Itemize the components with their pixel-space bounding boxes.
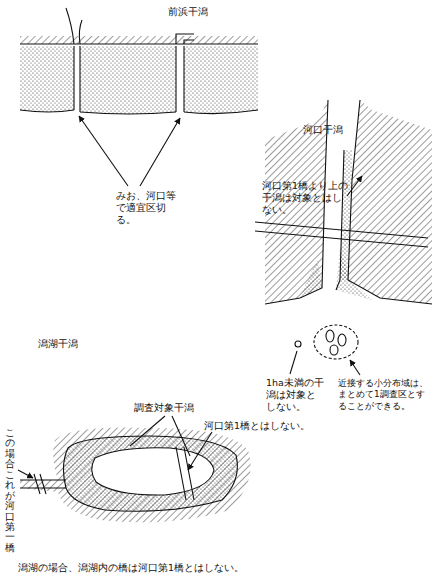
panel-title: 潟湖干潟 bbox=[38, 338, 78, 351]
note: 河口第1橋より上の干潟は対象とはしない。 bbox=[262, 180, 349, 216]
note: 近接する小分布域は、まとめて1調査区とすることができる。 bbox=[338, 378, 430, 412]
foreshore-flat bbox=[20, 8, 258, 186]
note: 1ha未満の干潟は対象としない。 bbox=[266, 377, 325, 413]
estuary-flat bbox=[255, 100, 432, 375]
lagoon-flat bbox=[18, 416, 251, 522]
panel-title: 河口干潟 bbox=[303, 124, 343, 137]
note: みお、河口等で適宜区切る。 bbox=[116, 190, 185, 226]
panel-title: 前浜干潟 bbox=[168, 6, 208, 19]
callout-label: 調査対象干潟 bbox=[134, 402, 194, 414]
vertical-note: この場合これが河口第一橋 bbox=[5, 428, 15, 553]
note: 潟湖の場合、潟湖内の橋は河口第1橋とはしない。 bbox=[18, 562, 244, 574]
callout-label: 河口第1橋とはしない。 bbox=[204, 420, 310, 432]
